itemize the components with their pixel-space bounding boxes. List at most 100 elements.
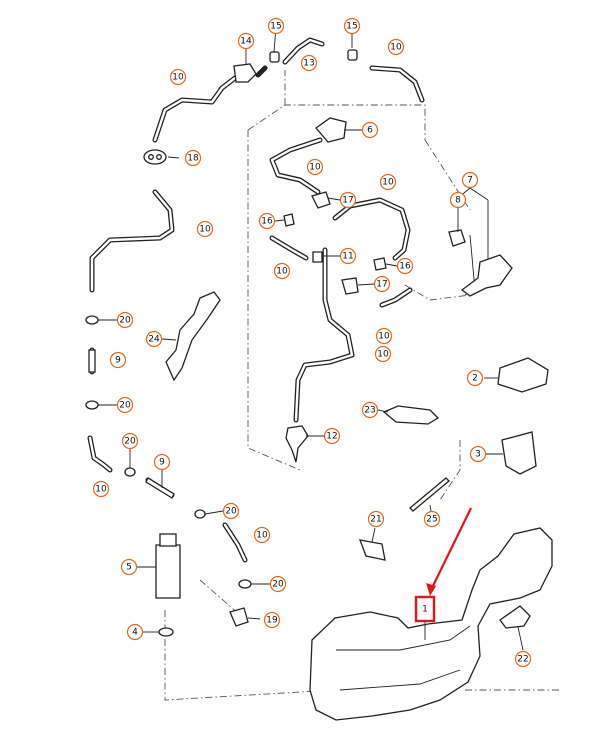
callout-20-4[interactable]: 20	[222, 502, 240, 520]
callout-ring-icon	[339, 247, 357, 265]
callout-21[interactable]: 21	[367, 510, 385, 528]
callout-ring-icon	[396, 257, 414, 275]
callout-ring-icon	[461, 171, 479, 189]
callout-17-2[interactable]: 17	[373, 275, 391, 293]
callout-7[interactable]: 7	[461, 171, 479, 189]
callout-9[interactable]: 9	[109, 351, 127, 369]
callout-label: 9	[159, 458, 165, 468]
callout-label: 20	[272, 580, 284, 590]
callout-ring-icon	[374, 345, 392, 363]
callout-10-2[interactable]: 10	[169, 68, 187, 86]
callout-label: 10	[95, 485, 107, 495]
callout-ring-icon	[306, 158, 324, 176]
callout-label: 15	[270, 22, 281, 32]
callout-ring-icon	[153, 453, 171, 471]
callout-20-2[interactable]: 20	[116, 396, 134, 414]
callout-label: 4	[132, 628, 138, 638]
callout-ring-icon	[120, 558, 138, 576]
callout-label: 9	[115, 356, 121, 366]
callout-label: 7	[467, 176, 473, 186]
callout-label: 16	[261, 217, 273, 227]
callout-ring-icon	[237, 32, 255, 50]
callout-23[interactable]: 23	[361, 401, 379, 419]
callout-ring-icon	[514, 650, 532, 668]
callout-ring-icon	[269, 575, 287, 593]
callout-ring-icon	[361, 401, 379, 419]
callout-label: 24	[148, 335, 160, 345]
callout-10-10[interactable]: 10	[253, 526, 271, 544]
callout-8[interactable]: 8	[449, 191, 467, 209]
callout-ring-icon	[258, 212, 276, 230]
callout-16[interactable]: 16	[258, 212, 276, 230]
callout-label: 13	[303, 59, 314, 69]
callout-label: 20	[124, 437, 136, 447]
callout-ring-icon	[361, 121, 379, 139]
callout-10-3[interactable]: 10	[306, 158, 324, 176]
callout-label: 16	[399, 262, 411, 272]
callout-ring-icon	[267, 17, 285, 35]
callout-label: 1	[422, 605, 428, 615]
callout-24[interactable]: 24	[145, 330, 163, 348]
callout-label: 8	[455, 196, 461, 206]
callout-label: 3	[475, 450, 481, 460]
callout-10-5[interactable]: 10	[379, 173, 397, 191]
callout-2[interactable]: 2	[466, 369, 484, 387]
callout-ring-icon	[323, 427, 341, 445]
callout-13[interactable]: 13	[300, 54, 318, 72]
callout-3[interactable]: 3	[469, 445, 487, 463]
callout-6[interactable]: 6	[361, 121, 379, 139]
callout-label: 20	[119, 316, 131, 326]
callout-10-7[interactable]: 10	[375, 327, 393, 345]
callout-10-4[interactable]: 10	[196, 220, 214, 238]
callout-4[interactable]: 4	[126, 623, 144, 641]
callout-ring-icon	[92, 480, 110, 498]
callout-14[interactable]: 14	[237, 32, 255, 50]
callout-20-5[interactable]: 20	[269, 575, 287, 593]
callout-label: 10	[390, 43, 402, 53]
callout-label: 15	[346, 22, 357, 32]
callout-17[interactable]: 17	[339, 191, 357, 209]
callout-12[interactable]: 12	[323, 427, 341, 445]
callout-ring-icon	[379, 173, 397, 191]
callout-ring-icon	[449, 191, 467, 209]
callout-10-9[interactable]: 10	[92, 480, 110, 498]
callout-label: 21	[370, 515, 381, 525]
callout-ring-icon	[273, 262, 291, 280]
callout-ring-icon	[253, 526, 271, 544]
callout-5[interactable]: 5	[120, 558, 138, 576]
callout-label: 10	[377, 350, 389, 360]
callout-ring-icon	[196, 220, 214, 238]
callout-18[interactable]: 18	[184, 149, 202, 167]
callout-22[interactable]: 22	[514, 650, 532, 668]
callout-label: 6	[367, 126, 373, 136]
callout-25[interactable]: 25	[423, 510, 441, 528]
callout-ring-icon	[116, 311, 134, 329]
callout-ring-icon	[184, 149, 202, 167]
callout-19[interactable]: 19	[263, 611, 281, 629]
callout-20[interactable]: 20	[116, 311, 134, 329]
callout-20-3[interactable]: 20	[121, 432, 139, 450]
callout-16-2[interactable]: 16	[396, 257, 414, 275]
callout-10-8[interactable]: 10	[374, 345, 392, 363]
callout-9-2[interactable]: 9	[153, 453, 171, 471]
callout-label: 17	[376, 280, 387, 290]
callout-ring-icon	[263, 611, 281, 629]
parts	[85, 49, 553, 721]
left-hose-run	[87, 37, 425, 563]
callout-10-6[interactable]: 10	[273, 262, 291, 280]
callout-15[interactable]: 15	[267, 17, 285, 35]
callout-ring-icon	[343, 17, 361, 35]
callout-label: 10	[199, 225, 211, 235]
callout-ring-icon	[373, 275, 391, 293]
callout-layer: 1234567899101010101010101010101112131415…	[92, 17, 532, 668]
callout-10[interactable]: 10	[387, 38, 405, 56]
callout-11[interactable]: 11	[339, 247, 357, 265]
callout-label: 10	[276, 267, 288, 277]
callout-label: 22	[517, 655, 528, 665]
callout-1[interactable]: 1	[422, 605, 428, 615]
callout-15-2[interactable]: 15	[343, 17, 361, 35]
callout-label: 18	[187, 154, 199, 164]
highlight-box	[414, 595, 436, 623]
callout-label: 10	[309, 163, 321, 173]
